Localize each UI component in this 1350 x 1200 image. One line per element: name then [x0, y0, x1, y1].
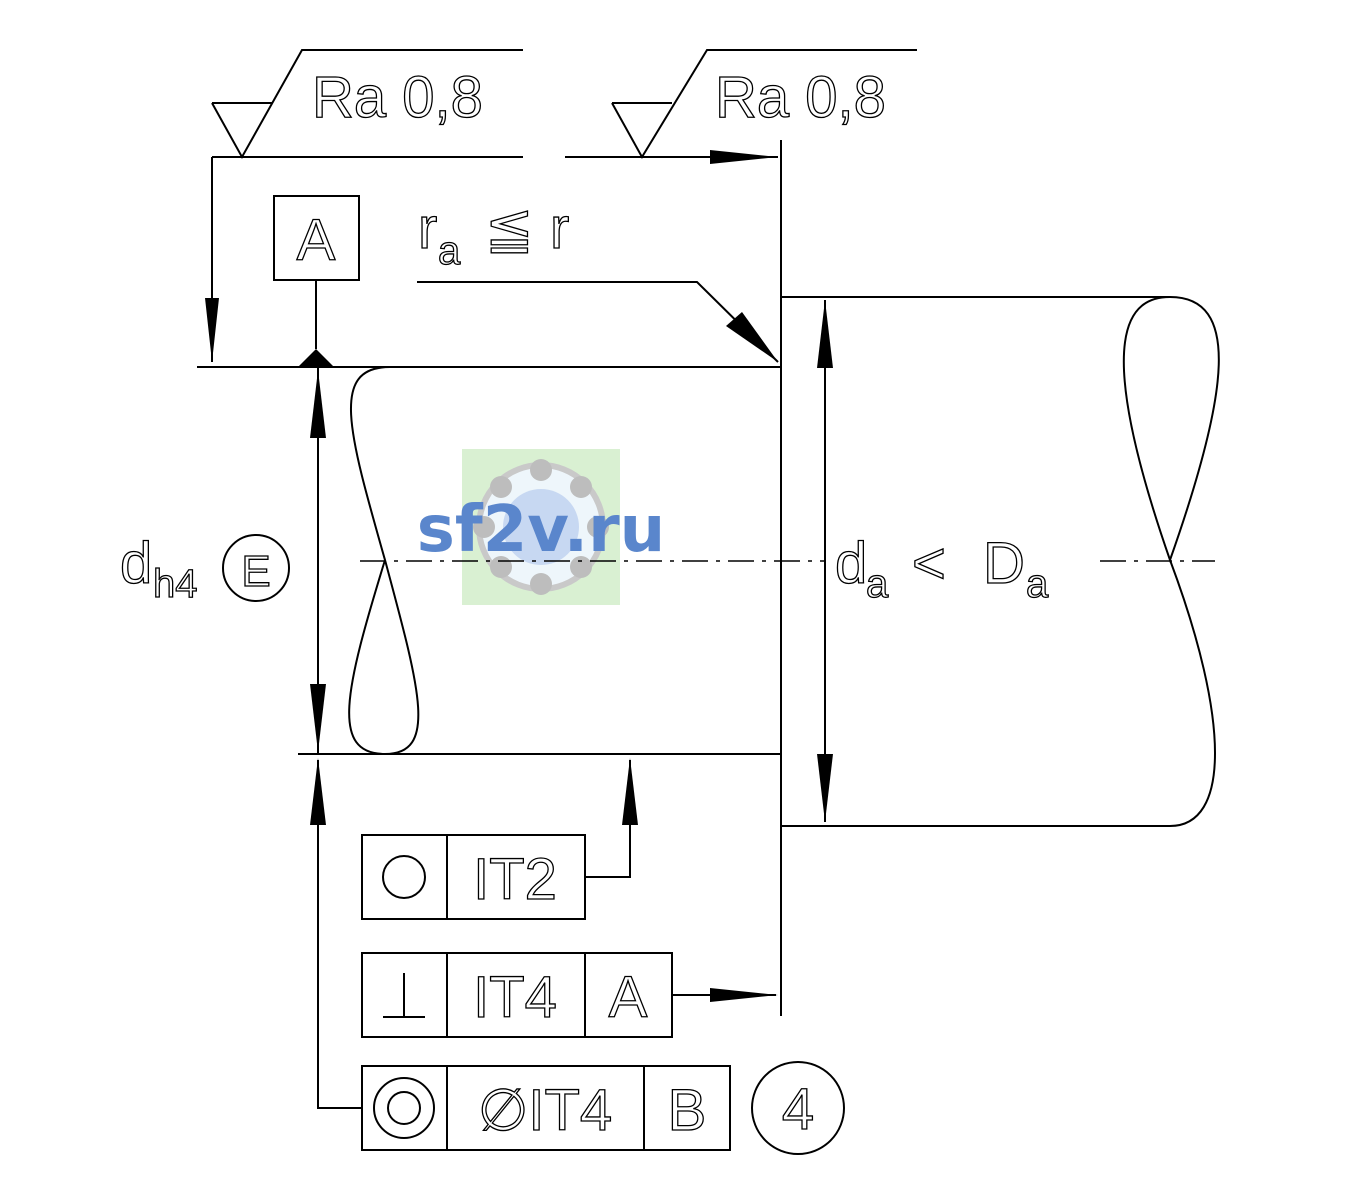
housing-dim-d-subscript: a — [866, 562, 889, 606]
concentricity-datum: B — [668, 1078, 707, 1143]
roundness-value: IT2 — [473, 847, 557, 912]
shaft-diameter-label: d h4 E — [119, 530, 290, 607]
roughness-label-left: Ra 0,8 — [312, 65, 483, 130]
concentricity-value: ∅IT4 — [478, 1078, 612, 1143]
shoulder-break-top — [1122, 296, 1220, 564]
watermark: sf2v.ru — [417, 449, 665, 605]
perpendicularity-icon — [383, 973, 425, 1018]
perpendicularity-value: IT4 — [473, 965, 557, 1030]
arrowhead-down-left — [205, 298, 219, 362]
note-number: 4 — [782, 1077, 814, 1142]
fillet-leader — [417, 281, 779, 363]
concentricity-frame: ∅IT4 B — [361, 1065, 731, 1151]
arrowhead-fillet — [726, 312, 778, 362]
roundness-icon — [382, 855, 426, 899]
arrowhead-concentricity — [310, 758, 326, 825]
envelope-letter: E — [241, 547, 270, 596]
arrowhead-roundness — [622, 758, 638, 825]
housing-diameter-label: d a < D a — [834, 530, 1049, 606]
roughness-symbol-right: Ra 0,8 — [611, 49, 917, 159]
housing-dim-D: D — [983, 531, 1025, 596]
fillet-r-subscript: a — [438, 229, 461, 273]
housing-dim-D-subscript: a — [1026, 562, 1049, 606]
fillet-r: r — [418, 196, 437, 261]
note-circle — [751, 1061, 845, 1155]
bearing-inner-ring — [503, 489, 579, 565]
arrowhead-up-shaft — [310, 370, 326, 438]
housing-dim-d: d — [835, 531, 867, 596]
datum-triangle-icon — [298, 349, 334, 367]
bearing-balls — [473, 459, 609, 595]
arrowhead-up-housing — [817, 300, 833, 368]
perpendicularity-frame: IT4 A — [361, 952, 673, 1038]
arrowhead-down-housing — [817, 754, 833, 822]
arrowhead-down-shaft — [310, 684, 326, 752]
concentricity-leader — [317, 760, 362, 1109]
envelope-circle-icon — [222, 534, 290, 602]
roughness-label-right: Ra 0,8 — [715, 65, 886, 130]
watermark-text: sf2v.ru — [417, 493, 665, 567]
concentricity-icon — [373, 1077, 435, 1139]
roundness-frame: IT2 — [361, 834, 586, 920]
shaft-break-line — [348, 366, 420, 756]
fillet-operator: ≦ — [485, 196, 534, 261]
datum-a-label: A — [297, 208, 336, 273]
shaft-dim-subscript: h4 — [153, 562, 198, 606]
roughness-symbol-left: Ra 0,8 — [211, 49, 523, 160]
shoulder-break-bottom — [1169, 559, 1216, 827]
fillet-r2: r — [550, 196, 569, 261]
housing-dim-operator: < — [912, 531, 946, 596]
shaft-dim-d: d — [120, 531, 152, 596]
fillet-note: r a ≦ r — [417, 195, 570, 273]
perpendicularity-datum: A — [609, 965, 648, 1030]
arrowhead-perpendicularity — [710, 988, 778, 1002]
arrowhead-right-top — [710, 150, 778, 164]
